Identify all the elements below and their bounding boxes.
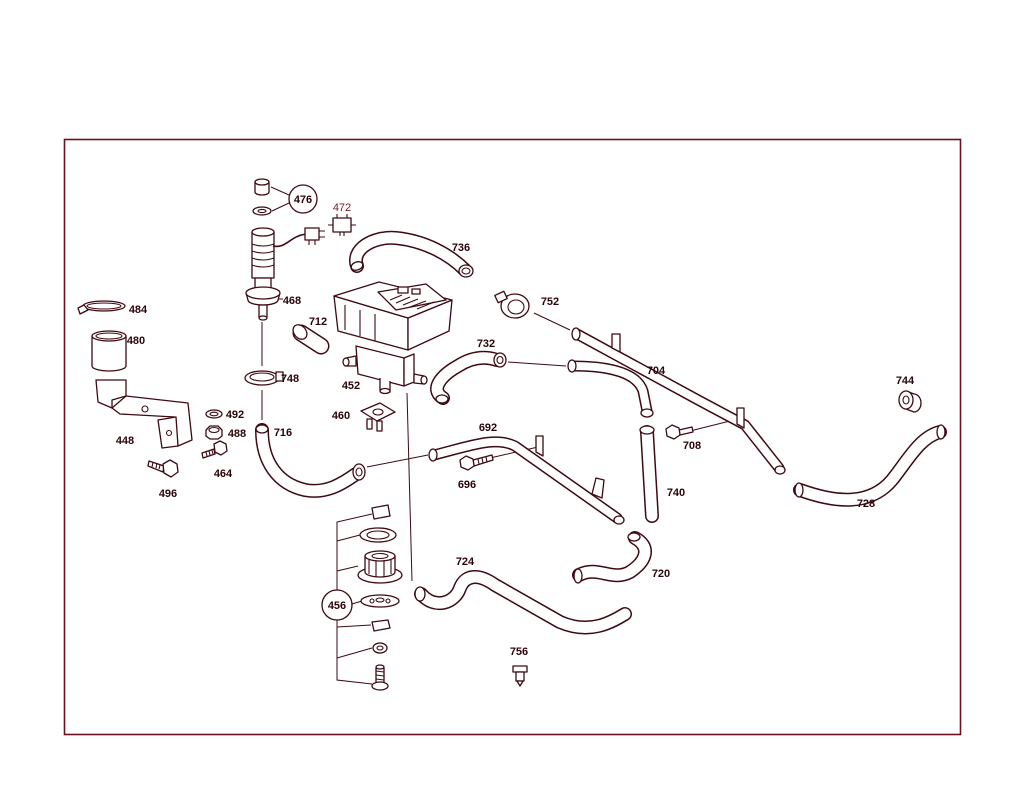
clamp-748 xyxy=(244,370,284,386)
callout-452: 452 xyxy=(342,380,360,392)
callout-circle-476 xyxy=(288,184,318,214)
hose-724 xyxy=(414,570,632,635)
hose-720 xyxy=(572,531,652,584)
callout-720: 720 xyxy=(652,568,670,580)
callout-labels: 476 472 736 468 484 480 712 752 732 704 … xyxy=(116,194,915,658)
callout-484: 484 xyxy=(129,304,148,316)
callout-464: 464 xyxy=(214,468,233,480)
screw-708 xyxy=(665,424,694,440)
callout-756: 756 xyxy=(510,646,528,658)
tube-712 xyxy=(292,324,330,355)
callout-456: 456 xyxy=(328,600,346,612)
valve-body-452 xyxy=(333,281,453,395)
callout-740: 740 xyxy=(667,487,685,499)
callout-496: 496 xyxy=(159,488,177,500)
hose-732 xyxy=(430,350,507,405)
cap-476 xyxy=(252,178,272,216)
callout-752: 752 xyxy=(541,296,559,308)
screw-696 xyxy=(459,454,494,471)
callout-728: 728 xyxy=(857,498,875,510)
callout-724: 724 xyxy=(456,556,475,568)
pipe-704 xyxy=(567,327,786,475)
callout-460: 460 xyxy=(332,410,350,422)
callout-704: 704 xyxy=(647,365,666,377)
callout-696: 696 xyxy=(458,479,476,491)
bracket-448 xyxy=(95,379,193,449)
callout-472: 472 xyxy=(333,202,351,214)
callout-748: 748 xyxy=(281,373,299,385)
callout-732: 732 xyxy=(477,338,495,350)
callout-488: 488 xyxy=(228,428,246,440)
washer-492 xyxy=(205,409,223,419)
callout-468: 468 xyxy=(283,295,301,307)
callout-circle-456 xyxy=(321,589,353,621)
ring-744 xyxy=(898,390,922,413)
callout-448: 448 xyxy=(116,435,134,447)
hose-740 xyxy=(639,425,659,523)
callout-708: 708 xyxy=(683,440,701,452)
bolt-464 xyxy=(201,440,228,459)
callout-480: 480 xyxy=(127,335,145,347)
part-756 xyxy=(512,665,528,687)
hose-728 xyxy=(793,424,947,507)
pipe-692 xyxy=(428,435,625,525)
callout-736: 736 xyxy=(452,242,470,254)
callout-492: 492 xyxy=(226,409,244,421)
clamp-484 xyxy=(77,300,126,315)
diagram-frame xyxy=(63,138,962,736)
connector-472 xyxy=(328,214,356,236)
group-456-parts xyxy=(357,504,403,691)
nut-488 xyxy=(205,425,223,440)
callout-692: 692 xyxy=(479,422,497,434)
hose-716 xyxy=(255,423,366,498)
screw-496 xyxy=(147,459,179,478)
pump-468 xyxy=(245,227,325,321)
hose-736 xyxy=(349,230,474,278)
clamp-752 xyxy=(494,290,530,319)
callout-716: 716 xyxy=(274,427,292,439)
sleeve-480 xyxy=(91,330,127,372)
callout-744: 744 xyxy=(896,375,915,387)
callout-476: 476 xyxy=(294,194,312,206)
callout-712: 712 xyxy=(309,316,327,328)
part-460 xyxy=(360,402,396,432)
